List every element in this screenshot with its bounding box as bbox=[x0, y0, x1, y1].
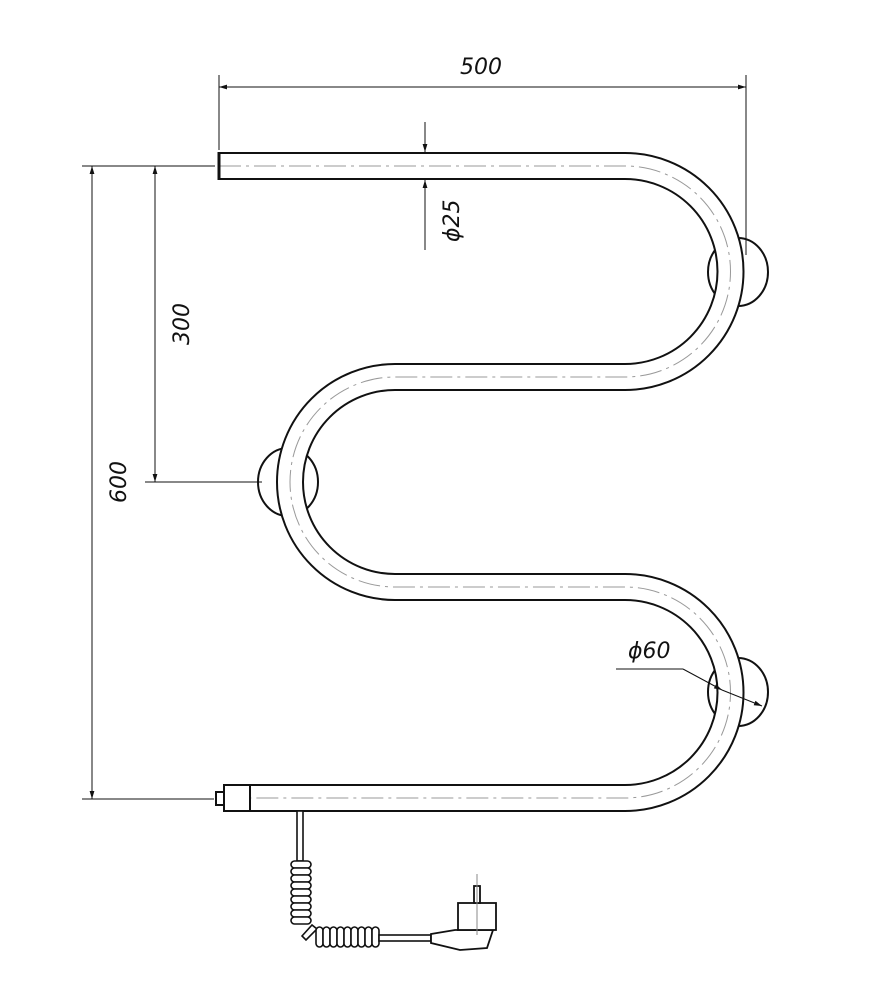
tube-centerline bbox=[219, 165, 731, 799]
dimension-tube-diameter-label: ϕ25 bbox=[440, 199, 465, 242]
plug-icon bbox=[430, 874, 497, 951]
towel-warmer-tube bbox=[217, 152, 745, 812]
coiled-cord-horizontal bbox=[315, 926, 380, 948]
dimension-support-diameter-label: ϕ60 bbox=[628, 639, 671, 664]
heating-element-cap bbox=[215, 784, 251, 812]
dimension-width-label: 500 bbox=[460, 55, 502, 80]
dimension-width bbox=[218, 75, 747, 255]
dimension-support-diameter bbox=[616, 668, 763, 707]
coiled-cord-vertical bbox=[290, 860, 312, 925]
dimension-height-half bbox=[145, 165, 262, 483]
dimension-height-total-label: 600 bbox=[107, 461, 132, 503]
power-cord bbox=[290, 810, 432, 948]
dimension-height-half-label: 300 bbox=[170, 303, 195, 345]
